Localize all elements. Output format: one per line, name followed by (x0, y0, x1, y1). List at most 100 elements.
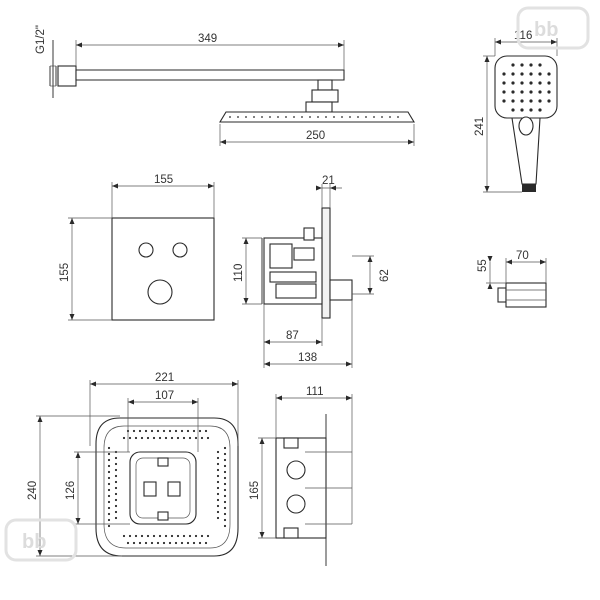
box-dot (223, 452, 227, 456)
outlet-body (505, 282, 547, 308)
box-dot (156, 429, 160, 433)
hand-nozzle (529, 99, 533, 103)
hand-nozzle (547, 81, 551, 85)
box-dot (122, 436, 126, 440)
box-dot (223, 518, 227, 522)
head-nozzle (237, 116, 239, 118)
dim-port-spacing: 62 (379, 269, 391, 282)
swivel-nut (311, 89, 339, 103)
box-dot (114, 468, 118, 472)
box-dot (216, 456, 220, 460)
box-dot (192, 429, 196, 433)
box-dot (176, 436, 180, 440)
box-dot (107, 506, 111, 510)
hand-nozzle (520, 81, 524, 85)
head-nozzle (349, 116, 351, 118)
hand-nozzle (520, 72, 524, 76)
watermark-top-right: bb (516, 6, 590, 50)
install-box-dots (107, 429, 227, 545)
box-dot (162, 541, 166, 545)
hand-nozzle (547, 72, 551, 76)
dim-box-height: 240 (27, 481, 39, 500)
side-bottom-clip (283, 527, 299, 539)
watermark-bottom-left: bb (4, 518, 78, 562)
hand-nozzle (547, 90, 551, 94)
head-nozzle (309, 116, 311, 118)
box-dot (223, 512, 227, 516)
head-nozzle (317, 116, 319, 118)
box-dot (182, 534, 186, 538)
box-dot (223, 494, 227, 498)
box-dot (223, 500, 227, 504)
dim-inner-height: 126 (65, 481, 77, 500)
box-dot (107, 476, 111, 480)
hand-nozzle (538, 81, 542, 85)
box-dot (132, 541, 136, 545)
cover-plate (111, 217, 215, 321)
box-dot (216, 486, 220, 490)
box-dot (170, 436, 174, 440)
box-dot (164, 436, 168, 440)
box-dot (128, 436, 132, 440)
box-dot (216, 492, 220, 496)
button-left (138, 242, 154, 258)
ball-joint (305, 101, 333, 113)
handle-end (522, 184, 536, 192)
box-dot (200, 436, 204, 440)
hand-nozzle (529, 108, 533, 112)
wall-plate (321, 207, 331, 319)
box-dot (168, 541, 172, 545)
box-dot (206, 534, 210, 538)
dim-side-height: 165 (249, 481, 261, 500)
thermostat-knob (147, 279, 173, 305)
box-dot (114, 498, 118, 502)
box-dot (152, 534, 156, 538)
dim-hand-length: 241 (474, 117, 486, 136)
head-nozzle (285, 116, 287, 118)
head-nozzle (301, 116, 303, 118)
dim-box-width: 221 (155, 372, 174, 384)
box-dot (114, 510, 118, 514)
box-dot (223, 476, 227, 480)
valve-cap (303, 227, 315, 241)
install-box-side-view: 111 165 (249, 386, 353, 566)
hand-nozzle (520, 99, 524, 103)
dim-panel-height: 155 (59, 263, 71, 282)
box-dot (168, 429, 172, 433)
box-dot (180, 429, 184, 433)
watermark-text-top: bb (534, 19, 558, 41)
dim-body-depth-top: 21 (322, 175, 335, 187)
box-dot (107, 524, 111, 528)
box-dot (107, 464, 111, 468)
box-dot (126, 541, 130, 545)
hand-nozzle (511, 99, 515, 103)
box-dot (223, 482, 227, 486)
box-dot (198, 541, 202, 545)
hand-nozzles (502, 63, 551, 112)
wall-outlet-view: 70 55 (477, 250, 547, 308)
outlet-flange (497, 287, 507, 303)
box-dot (114, 486, 118, 490)
box-dot (164, 534, 168, 538)
box-dot (223, 488, 227, 492)
box-dot (134, 534, 138, 538)
wall-flange (57, 65, 77, 87)
insert-left-port (143, 481, 157, 497)
shower-arm-view: 349 G1/2" 250 (35, 25, 415, 146)
hand-nozzle (529, 81, 533, 85)
side-port-top (286, 460, 306, 480)
side-top-clip (283, 437, 299, 449)
dim-outlet-height: 55 (477, 259, 489, 272)
hand-nozzle (538, 99, 542, 103)
box-dot (223, 458, 227, 462)
dim-body-depth-mid: 87 (286, 330, 299, 342)
head-nozzle (325, 116, 327, 118)
valve-mid (269, 271, 317, 283)
box-dot (107, 470, 111, 474)
dim-head-width: 250 (306, 130, 325, 142)
box-dot (114, 492, 118, 496)
box-dot (194, 534, 198, 538)
box-dot (107, 452, 111, 456)
box-dot (170, 534, 174, 538)
